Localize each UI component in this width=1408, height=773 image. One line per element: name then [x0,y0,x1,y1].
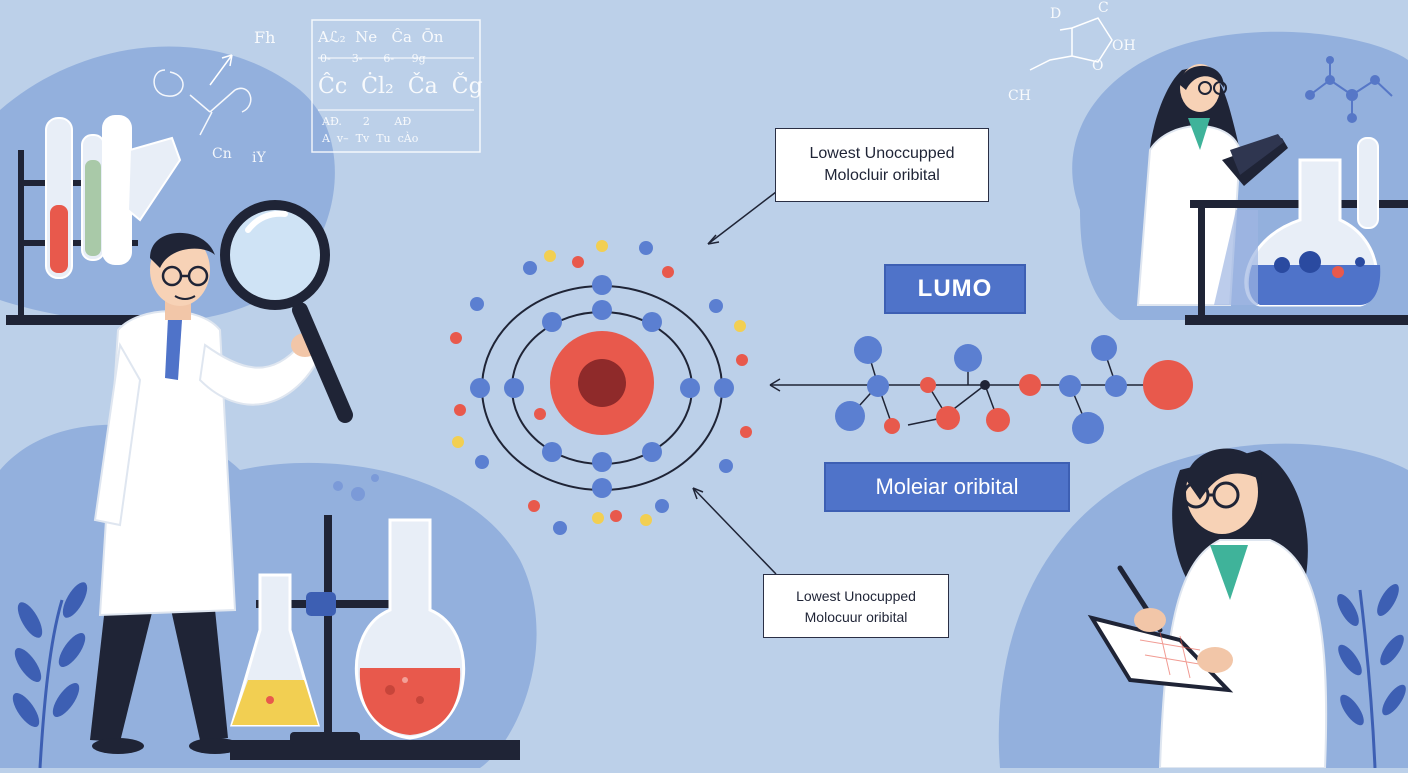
bottom-callout-line2: Molocuur oribital [804,609,908,625]
atom-diagram [450,240,752,535]
scientist-writing [1087,448,1328,769]
molecular-orbital-tag: Moleiar oribital [824,462,1070,512]
formula-row-3: Ĉc Ċl₂ Ča Čg [318,74,483,99]
scientist-magnifier [90,232,320,754]
flasks-stand [229,474,520,760]
ring-label-o: O [1092,58,1104,74]
plant-right [1337,584,1406,769]
formula-row-4: AĐ. 2 AĐ [322,115,412,128]
top-callout-line2: Molocluir oribital [824,167,940,184]
lab-bench-right [1185,137,1408,325]
top-callout-line1: Lowest Unoccupped [809,145,955,162]
ring-structure-doodle [1029,17,1113,71]
callout-arrows [692,191,840,575]
molecule-chain [835,335,1193,444]
mini-molecule-right [1309,60,1393,118]
bottom-callout-line1: Lowest Unocupped [796,588,916,604]
bottom-callout-box: Lowest Unocupped Molocuur oribital [763,574,949,638]
formula-board [311,19,481,153]
ring-label-oh: OH [1112,38,1136,54]
formula-row-1: Aℒ₂ Ne Ĉa Ōn [318,28,444,46]
chalk-label-fh: Fh [254,28,276,47]
formula-row-2: 0- 3- 6- 9g [320,52,426,65]
plant-left [12,582,88,769]
chalk-molecule-doodle [153,69,252,136]
arrow-doodle [209,54,233,86]
formula-row-5: A v– Tv Tu cÀo [322,132,419,145]
magnifying-glass [220,200,353,423]
lumo-tag: LUMO [884,264,1026,314]
ring-label-c: C [1098,0,1109,16]
ring-label-ch: CH [1008,88,1031,104]
chalk-doodle-iy: iY [252,150,266,166]
chalk-doodle-cn: Cn [212,146,232,162]
test-tube-rack [6,115,182,325]
nucleus-core [578,359,626,407]
ring-label-d: D [1050,6,1062,22]
top-callout-box: Lowest Unoccupped Molocluir oribital [775,128,989,202]
scientist-reading [1136,64,1288,306]
